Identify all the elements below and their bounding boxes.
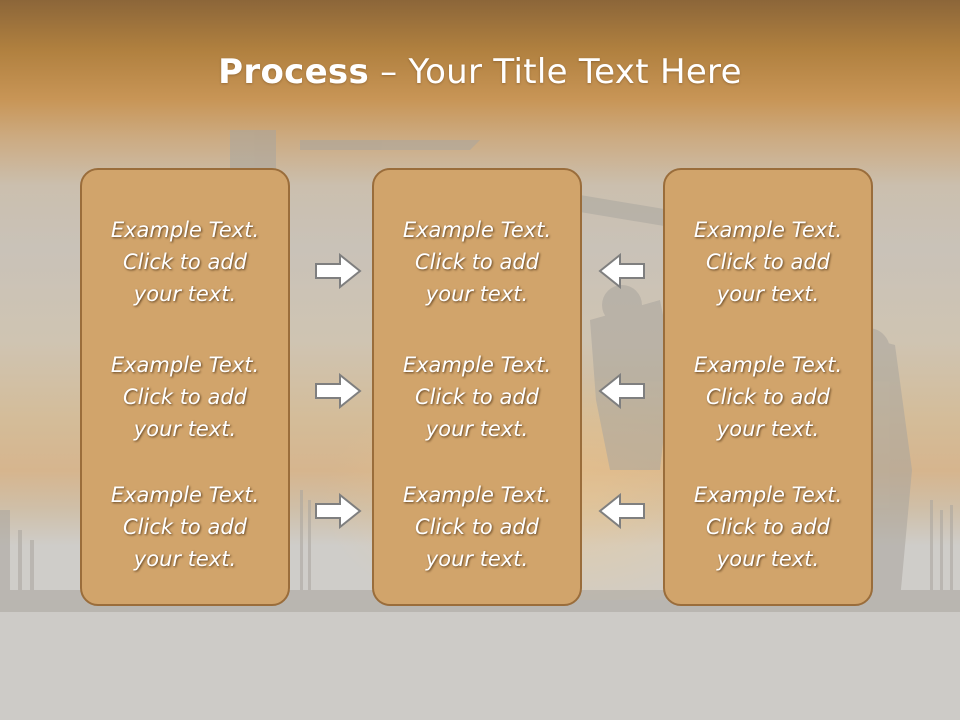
arrow-left-icon (598, 493, 645, 529)
text-placeholder[interactable]: Example Text. Click to add your text. (693, 353, 843, 441)
slide-title[interactable]: Process – Your Title Text Here (0, 52, 960, 92)
text-placeholder[interactable]: Example Text. Click to add your text. (402, 483, 552, 571)
arrow-right-icon (315, 493, 362, 529)
text-placeholder[interactable]: Example Text. Click to add your text. (693, 218, 843, 306)
process-box-right[interactable]: Example Text. Click to add your text. Ex… (663, 168, 873, 606)
arrow-right-icon (315, 373, 362, 409)
title-rest: – Your Title Text Here (369, 52, 742, 92)
arrow-left-icon (598, 373, 645, 409)
text-placeholder[interactable]: Example Text. Click to add your text. (402, 353, 552, 441)
title-bold: Process (218, 52, 370, 92)
arrow-right-icon (315, 253, 362, 289)
text-placeholder[interactable]: Example Text. Click to add your text. (110, 218, 260, 306)
text-placeholder[interactable]: Example Text. Click to add your text. (693, 483, 843, 571)
text-placeholder[interactable]: Example Text. Click to add your text. (110, 483, 260, 571)
process-box-center[interactable]: Example Text. Click to add your text. Ex… (372, 168, 582, 606)
text-placeholder[interactable]: Example Text. Click to add your text. (402, 218, 552, 306)
process-box-left[interactable]: Example Text. Click to add your text. Ex… (80, 168, 290, 606)
ground (0, 600, 960, 720)
text-placeholder[interactable]: Example Text. Click to add your text. (110, 353, 260, 441)
arrow-left-icon (598, 253, 645, 289)
